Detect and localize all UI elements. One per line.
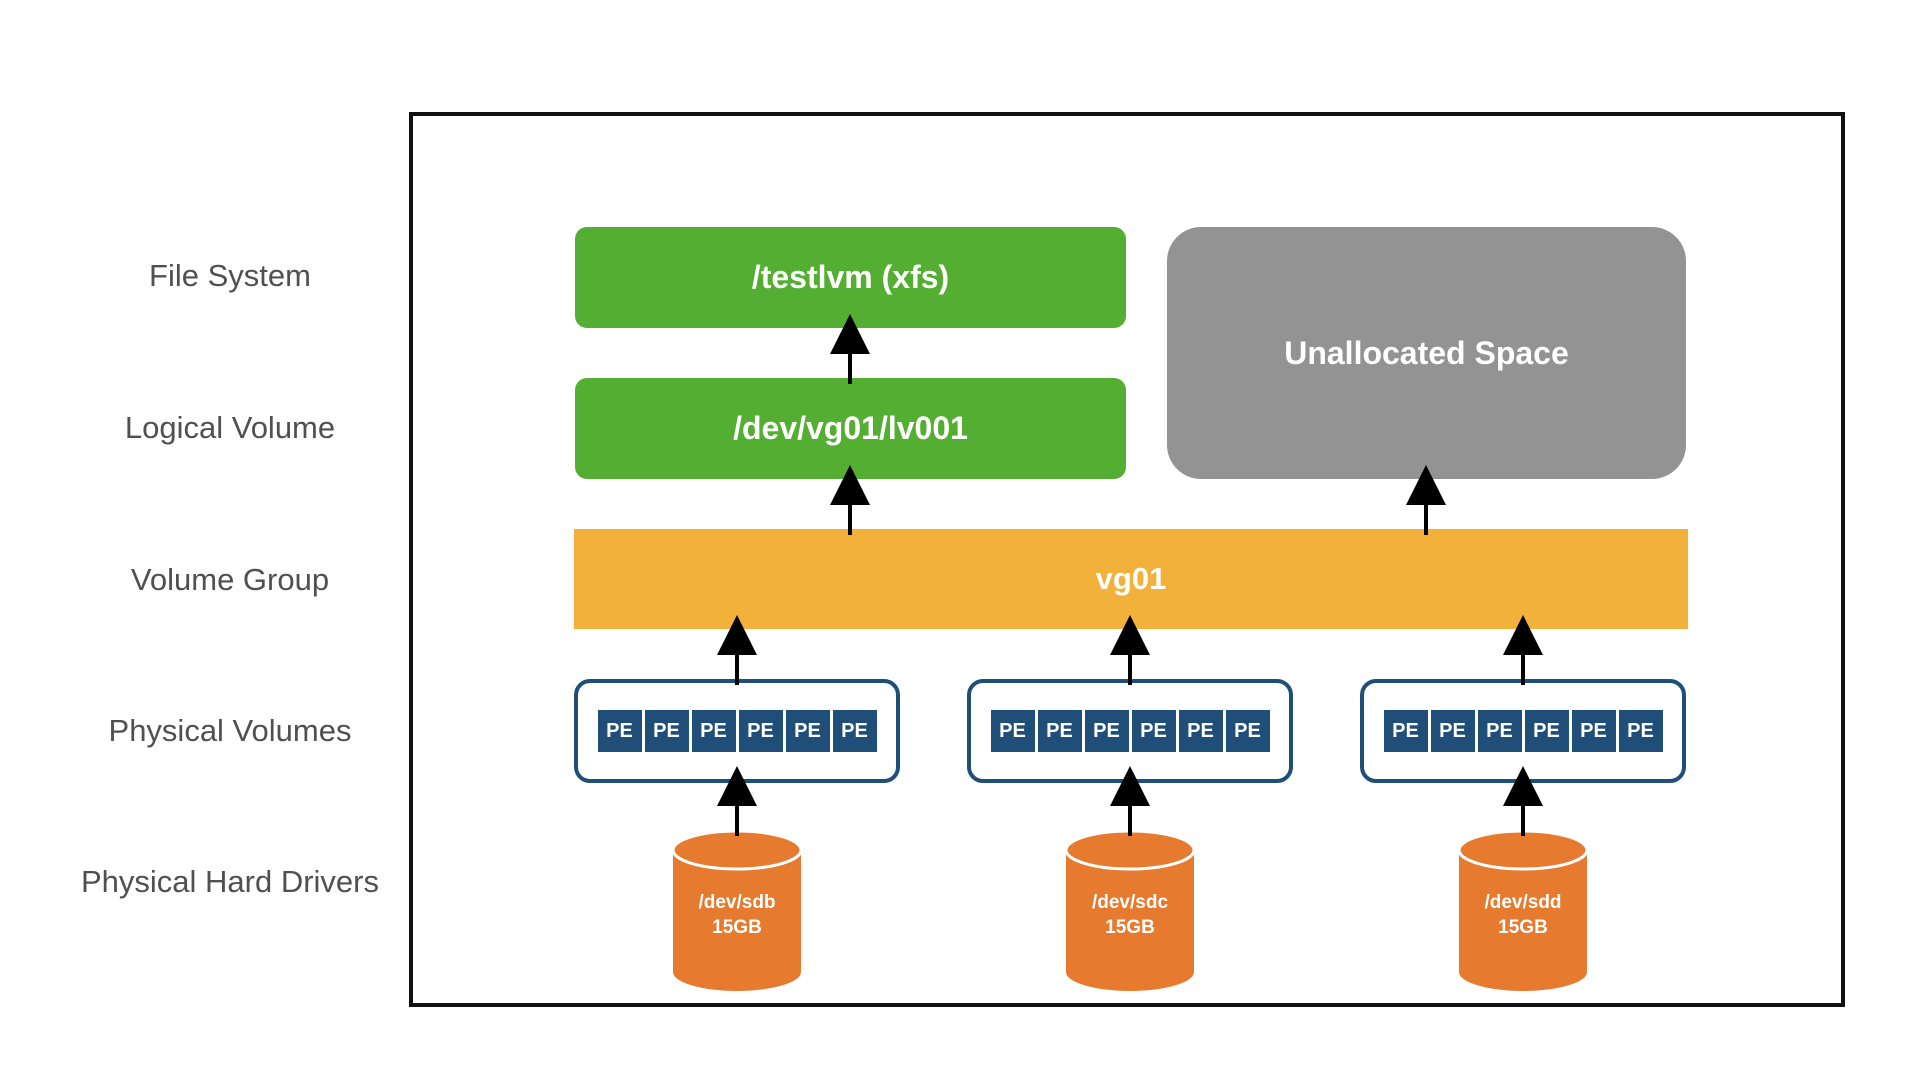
physical-extent: PE [1618,710,1663,752]
volume-group-bar: vg01 [574,529,1688,629]
label-file-system: File System [149,258,311,293]
cylinder-icon [1064,829,1196,991]
label-physical-volumes: Physical Volumes [108,713,352,748]
physical-extent: PE [1524,710,1569,752]
disk-device: /dev/sdd [1484,892,1562,913]
disk-size: 15GB [1105,917,1155,938]
unallocated-space-label: Unallocated Space [1284,334,1569,371]
disk-sdc: /dev/sdc 15GB [1064,829,1196,992]
disk-device: /dev/sdc [1091,892,1169,913]
physical-extent: PE [1037,710,1082,752]
disk-label: /dev/sdd 15GB [1458,890,1588,940]
physical-extent: PE [1383,710,1428,752]
physical-extent: PE [832,710,877,752]
physical-extent: PE [1178,710,1223,752]
unallocated-space-box: Unallocated Space [1167,227,1686,479]
physical-extent: PE [1571,710,1616,752]
disk-size: 15GB [1498,917,1548,938]
physical-extent: PE [1477,710,1522,752]
label-volume-group: Volume Group [130,562,330,597]
disk-device: /dev/sdb [698,892,776,913]
file-system-box: /testlvm (xfs) [575,227,1126,328]
disk-sdd: /dev/sdd 15GB [1457,829,1589,992]
physical-extent: PE [1430,710,1475,752]
volume-group-label: vg01 [1095,561,1167,596]
file-system-label: /testlvm (xfs) [751,259,950,295]
physical-extent: PE [785,710,830,752]
extent-row: PE PE PE PE PE PE [1383,710,1663,752]
physical-volume-2: PE PE PE PE PE PE [967,679,1293,783]
cylinder-icon [671,829,803,991]
physical-extent: PE [738,710,783,752]
physical-volume-1: PE PE PE PE PE PE [574,679,900,783]
logical-volume-label: /dev/vg01/lv001 [733,410,968,446]
disk-size: 15GB [712,917,762,938]
extent-row: PE PE PE PE PE PE [597,710,877,752]
disk-label: /dev/sdc 15GB [1065,890,1195,940]
extent-row: PE PE PE PE PE PE [990,710,1270,752]
cylinder-icon [1457,829,1589,991]
label-logical-volume: Logical Volume [124,410,336,445]
disk-sdb: /dev/sdb 15GB [671,829,803,992]
logical-volume-box: /dev/vg01/lv001 [575,378,1126,479]
physical-extent: PE [990,710,1035,752]
physical-extent: PE [597,710,642,752]
physical-extent: PE [644,710,689,752]
physical-extent: PE [1084,710,1129,752]
diagram-frame [409,112,1845,1007]
physical-extent: PE [1131,710,1176,752]
physical-extent: PE [691,710,736,752]
label-physical-hard-drives: Physical Hard Drivers [80,864,379,899]
physical-extent: PE [1225,710,1270,752]
disk-label: /dev/sdb 15GB [672,890,802,940]
